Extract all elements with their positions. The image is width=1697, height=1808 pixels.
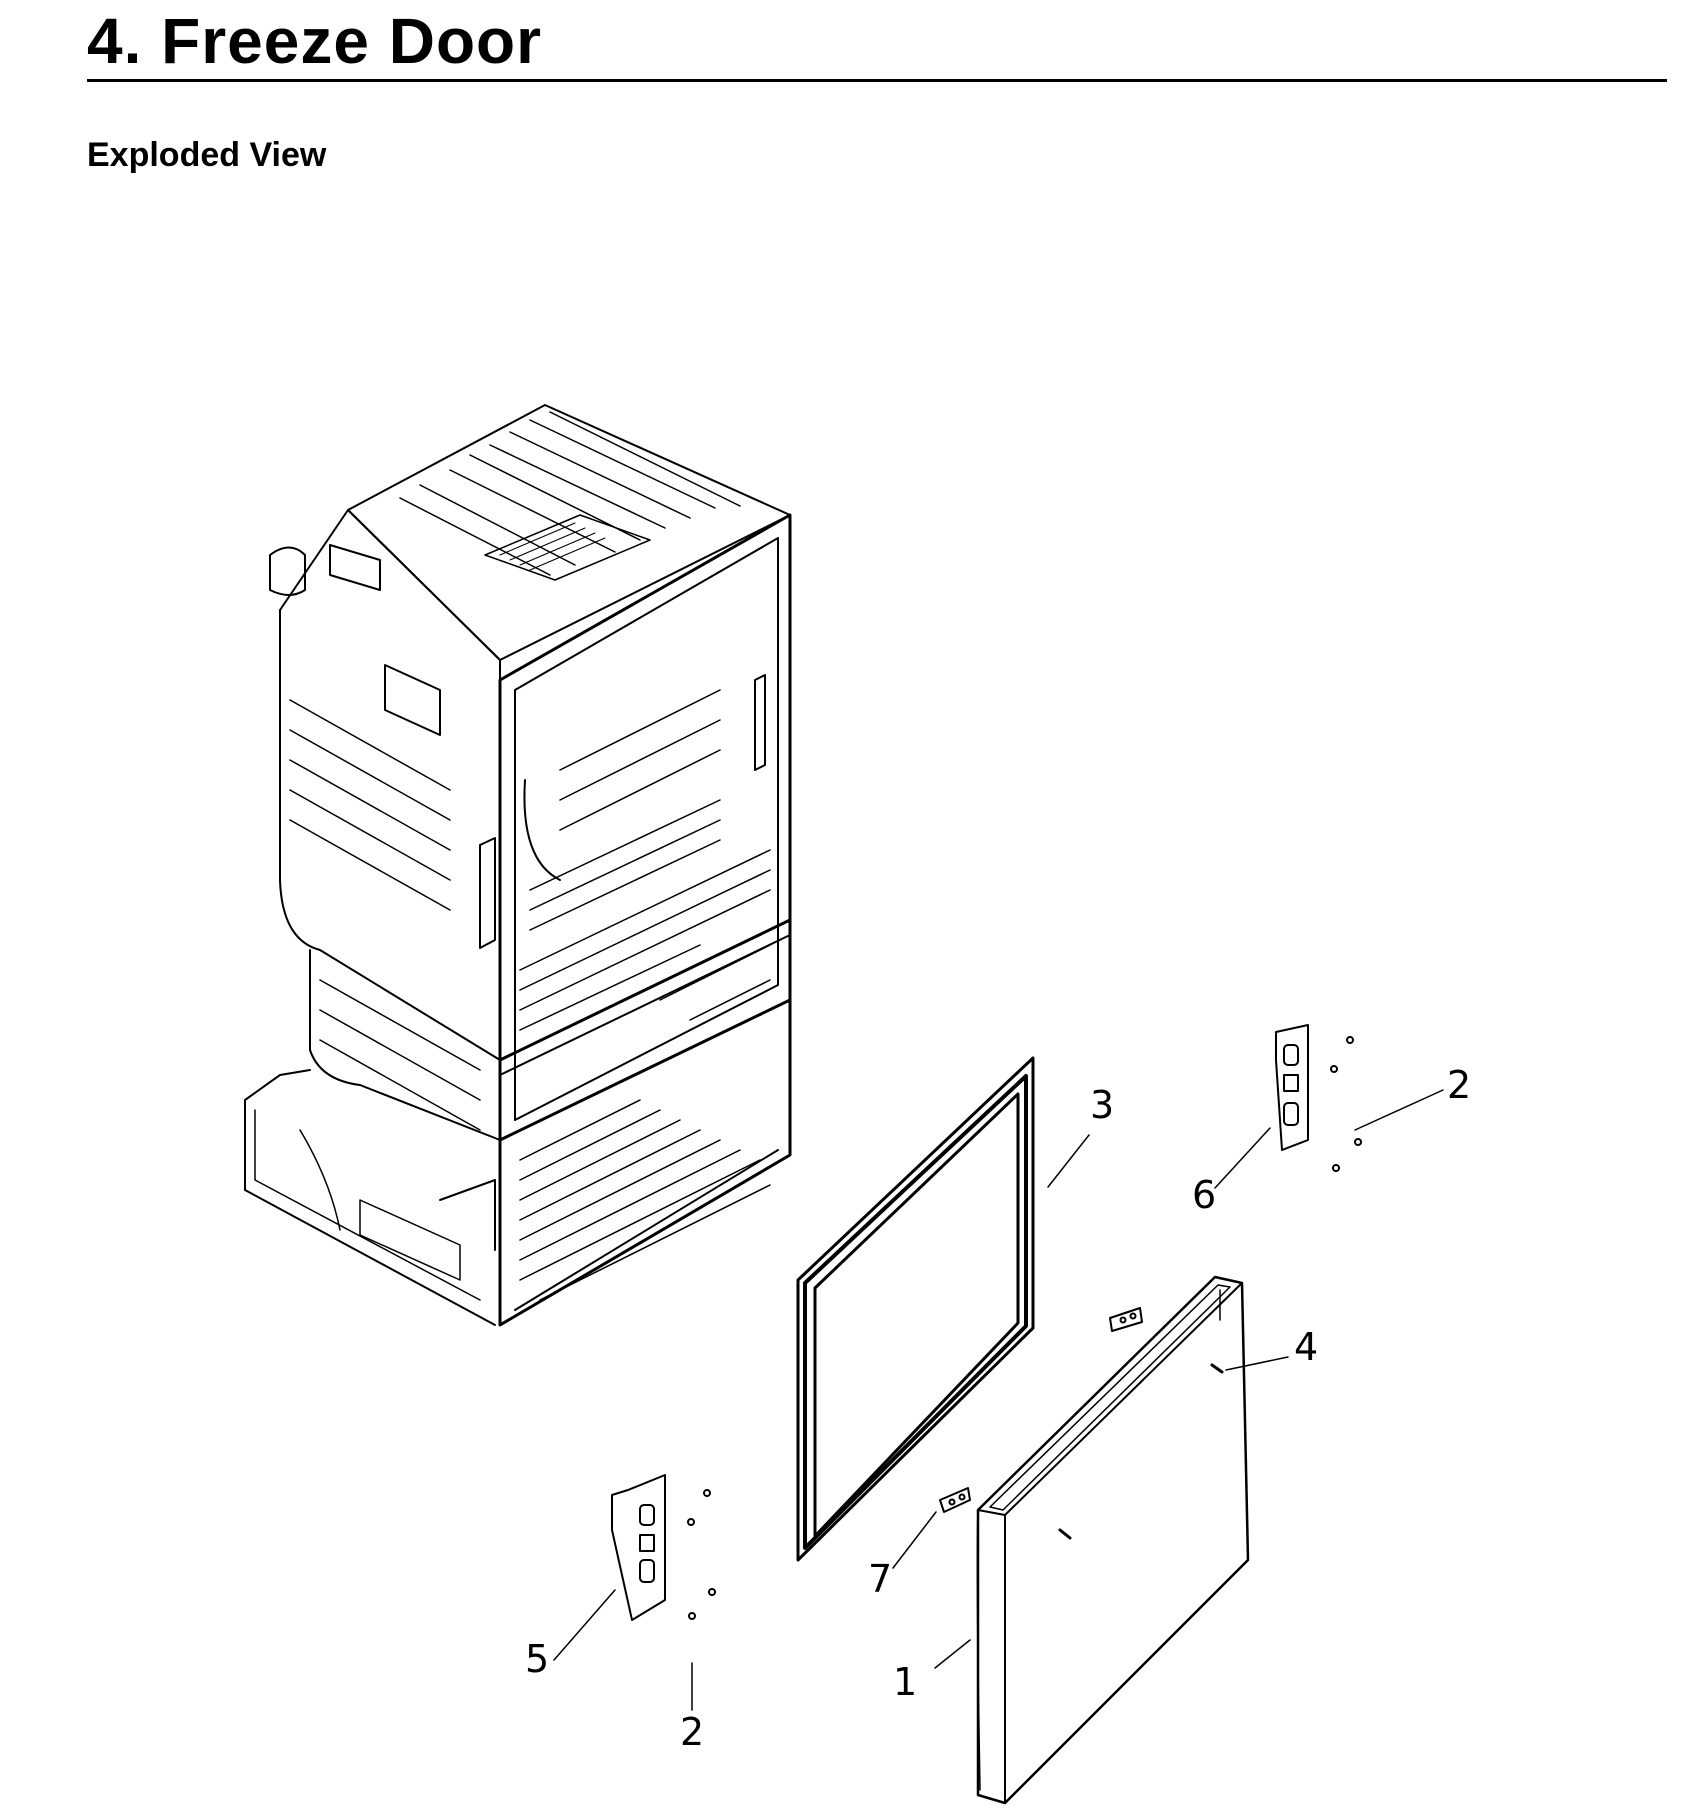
callout-label-2-lower: 2 bbox=[680, 1710, 704, 1754]
callout-label-2: 2 bbox=[1447, 1063, 1471, 1107]
upper-hinge-right bbox=[1275, 1024, 1362, 1172]
callout-leaders bbox=[553, 1089, 1444, 1711]
section-subtitle: Exploded View bbox=[87, 136, 327, 174]
callout-label-3: 3 bbox=[1090, 1083, 1114, 1127]
callout-label-4: 4 bbox=[1294, 1325, 1318, 1369]
callout-label-6: 6 bbox=[1192, 1173, 1216, 1217]
title-rule bbox=[87, 79, 1667, 82]
page-title: 4. Freeze Door bbox=[87, 5, 543, 77]
freezer-door bbox=[976, 1275, 1250, 1805]
door-bracket bbox=[939, 1307, 1143, 1513]
callout-label-5: 5 bbox=[525, 1637, 549, 1681]
refrigerator-cabinet bbox=[244, 404, 792, 1327]
lower-hinge-left bbox=[611, 1474, 716, 1621]
callout-label-1: 1 bbox=[893, 1660, 917, 1704]
door-gasket bbox=[796, 1056, 1035, 1562]
callout-label-7: 7 bbox=[868, 1557, 892, 1601]
